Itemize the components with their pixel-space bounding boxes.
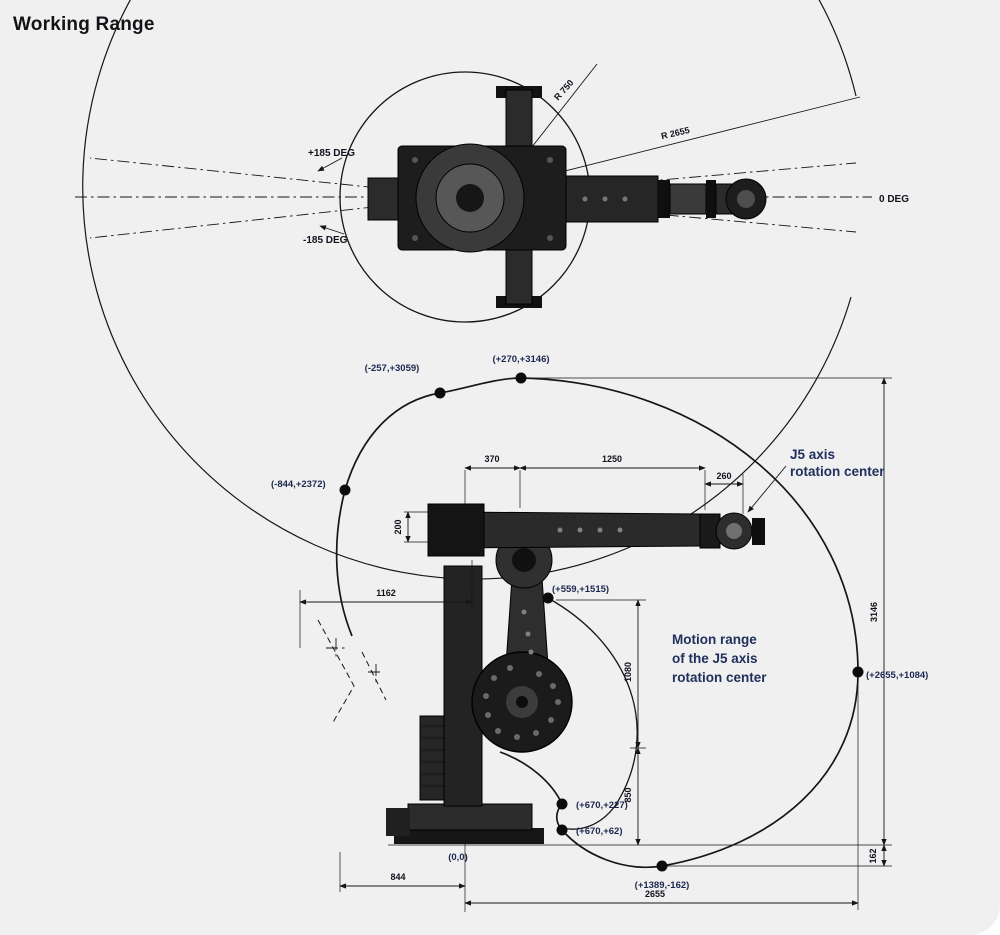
dim-200: 200 xyxy=(393,519,403,534)
dim-844: 844 xyxy=(390,872,405,882)
alternate-pose-dashed xyxy=(317,619,387,725)
point-label-top-left: (-257,+3059) xyxy=(365,363,420,374)
minus-rotation-leader xyxy=(319,225,345,235)
point-label-lower-b: (+670,+62) xyxy=(576,826,622,837)
annotations: J5 axis rotation center Motion range of … xyxy=(672,447,885,685)
inner-radius-label: R 750 xyxy=(552,78,576,103)
dim-162: 162 xyxy=(868,848,878,863)
motion-range-line3: rotation center xyxy=(672,670,767,685)
motion-range-line1: Motion range xyxy=(672,632,757,647)
point-label-top: (+270,+3146) xyxy=(492,354,549,365)
page-title: Working Range xyxy=(13,14,155,35)
robot-side-view xyxy=(386,503,765,844)
envelope-points xyxy=(339,372,864,872)
dim-1250: 1250 xyxy=(602,454,622,464)
side-view-drawing: 370 1250 260 200 1162 1080 850 xyxy=(271,354,928,912)
top-view-drawing: +185 DEG -185 DEG 0 DEG R 750 R 2655 xyxy=(75,0,909,580)
robot-top-view xyxy=(367,86,767,308)
point-label-bottom: (+1389,-162) xyxy=(635,880,690,891)
motion-range-line2: of the J5 axis xyxy=(672,651,758,666)
outer-range-arc xyxy=(82,0,857,580)
plus-rotation-label: +185 DEG xyxy=(308,148,355,159)
origin-label: (0,0) xyxy=(448,852,468,863)
point-label-lower-a: (+670,+227) xyxy=(576,800,628,811)
outer-radius-label: R 2655 xyxy=(660,125,691,141)
envelope-lower-left xyxy=(335,489,353,637)
dim-1080: 1080 xyxy=(623,662,633,682)
dim-1162: 1162 xyxy=(376,588,396,598)
coordinate-labels: (-257,+3059) (+270,+3146) (-844,+2372) (… xyxy=(271,354,928,891)
minus-rotation-label: -185 DEG xyxy=(303,235,348,246)
dim-850: 850 xyxy=(623,787,633,802)
j5-annotation-line1: J5 axis xyxy=(790,447,835,462)
dim-370: 370 xyxy=(484,454,499,464)
dimensions: 370 1250 260 200 1162 1080 850 xyxy=(299,377,887,910)
j5-leader xyxy=(747,465,787,513)
inner-radius-leader xyxy=(527,63,598,153)
plus-rotation-leader xyxy=(317,157,343,172)
dim-2655: 2655 xyxy=(645,889,665,899)
point-label-mid: (+559,+1515) xyxy=(552,584,609,595)
dim-260: 260 xyxy=(716,471,731,481)
zero-deg-label: 0 DEG xyxy=(879,194,909,205)
point-label-left: (-844,+2372) xyxy=(271,479,326,490)
j5-annotation-line2: rotation center xyxy=(790,464,885,479)
dim-3146: 3146 xyxy=(869,602,879,622)
point-label-right: (+2655,+1084) xyxy=(866,670,928,681)
inner-envelope-arc xyxy=(547,597,638,830)
